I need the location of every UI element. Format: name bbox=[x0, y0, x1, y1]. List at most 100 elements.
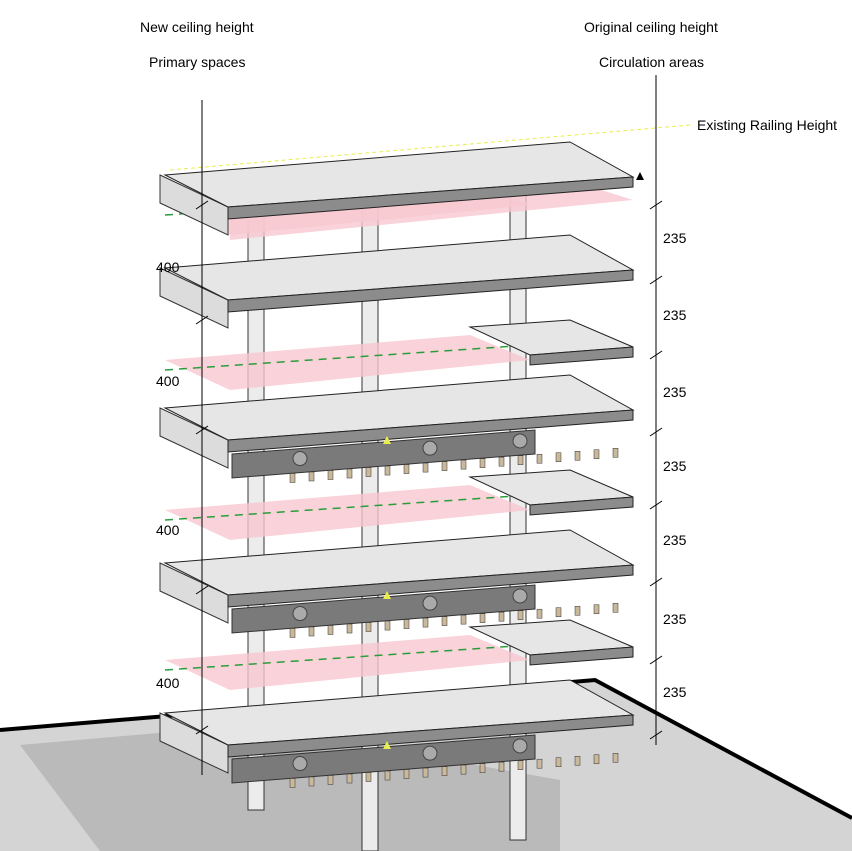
service-pipe bbox=[422, 595, 438, 611]
floor-joist bbox=[612, 448, 619, 458]
railing-height-label: Existing Railing Height bbox=[697, 117, 838, 133]
floor-joist bbox=[574, 755, 581, 766]
floor-joist bbox=[498, 611, 505, 622]
arrow-icon bbox=[383, 591, 391, 599]
arrow-icon bbox=[383, 436, 391, 444]
floor-joist bbox=[308, 471, 315, 482]
floor-joist bbox=[460, 459, 467, 470]
service-void bbox=[231, 429, 536, 479]
service-pipe bbox=[512, 433, 528, 449]
floor-joist bbox=[460, 614, 467, 625]
slab-edge bbox=[227, 714, 634, 758]
floor-joist bbox=[536, 608, 543, 619]
primary-spaces-label: Primary spaces bbox=[149, 54, 246, 70]
circulation-slab-edge bbox=[529, 346, 634, 366]
floor-joist bbox=[593, 754, 600, 765]
right-dimension: 235 bbox=[663, 684, 687, 700]
floor-joist bbox=[422, 462, 429, 473]
floor-joist bbox=[289, 778, 296, 788]
floor-joist bbox=[460, 764, 467, 775]
floor-joist bbox=[517, 455, 524, 465]
left-dimension: 400 bbox=[156, 259, 180, 275]
left-dimension: 400 bbox=[156, 675, 180, 691]
right-dimension: 235 bbox=[663, 532, 687, 548]
original-ceiling-label: Original ceiling height bbox=[584, 19, 718, 35]
floor-joist bbox=[327, 625, 334, 635]
floor-joist bbox=[365, 622, 372, 632]
floor-joist bbox=[289, 628, 296, 638]
railing-height-line bbox=[169, 124, 691, 171]
floor-joist bbox=[422, 617, 429, 628]
new-ceiling-plane bbox=[165, 485, 530, 540]
service-pipe bbox=[512, 738, 528, 754]
slab-side bbox=[159, 267, 229, 329]
floor-joist bbox=[327, 775, 334, 785]
floor-joist bbox=[403, 769, 410, 779]
circulation-slab-edge bbox=[529, 496, 634, 516]
right-dimension: 235 bbox=[663, 230, 687, 246]
floor-joist bbox=[346, 623, 353, 634]
floor-joist bbox=[346, 773, 353, 784]
service-pipe bbox=[292, 606, 308, 622]
floor-joist bbox=[536, 758, 543, 769]
left-dimension: 400 bbox=[156, 522, 180, 538]
left-dimension: 400 bbox=[156, 373, 180, 389]
floor-joist bbox=[327, 470, 334, 480]
floor-joist bbox=[365, 467, 372, 477]
service-void bbox=[231, 584, 536, 634]
floor-joist bbox=[479, 458, 486, 468]
floor-joist bbox=[403, 619, 410, 629]
service-pipe bbox=[292, 756, 308, 772]
floor-joist bbox=[365, 772, 372, 782]
level-arrow-icon bbox=[636, 172, 644, 180]
floor-joist bbox=[441, 616, 448, 626]
circulation-slab-edge bbox=[529, 646, 634, 666]
right-dimension: 235 bbox=[663, 611, 687, 627]
new-ceiling-plane bbox=[165, 635, 530, 690]
floor-joist bbox=[479, 763, 486, 773]
right-dimension: 235 bbox=[663, 384, 687, 400]
ceiling-height-line bbox=[164, 644, 531, 671]
floor-joist bbox=[346, 468, 353, 479]
floor-joist bbox=[308, 776, 315, 787]
floor-joist bbox=[536, 453, 543, 464]
floor-joist bbox=[384, 465, 391, 476]
floor-joist bbox=[384, 620, 391, 631]
floor-joist bbox=[612, 753, 619, 763]
floor-joist bbox=[308, 626, 315, 637]
slab-side bbox=[159, 712, 229, 774]
floor-joist bbox=[441, 766, 448, 776]
floor-joist bbox=[555, 452, 562, 462]
slab-edge bbox=[227, 269, 634, 313]
slab-edge bbox=[227, 564, 634, 608]
floor-joist bbox=[403, 464, 410, 474]
arrow-icon bbox=[383, 741, 391, 749]
new-ceiling-label: New ceiling height bbox=[140, 19, 254, 35]
floor-joist bbox=[574, 450, 581, 461]
circulation-areas-label: Circulation areas bbox=[599, 54, 705, 70]
right-dimension: 235 bbox=[663, 458, 687, 474]
slab-edge bbox=[227, 176, 634, 220]
new-ceiling-plane bbox=[165, 335, 530, 390]
floor-joist bbox=[498, 761, 505, 772]
right-dimension: 235 bbox=[663, 307, 687, 323]
ceiling-height-line bbox=[164, 344, 531, 371]
floor-joist bbox=[593, 604, 600, 615]
slab-side bbox=[159, 562, 229, 624]
slab-side bbox=[159, 407, 229, 469]
service-pipe bbox=[422, 745, 438, 761]
floor-joist bbox=[441, 461, 448, 471]
floor-joist bbox=[574, 605, 581, 616]
floor-joist bbox=[517, 610, 524, 620]
service-pipe bbox=[512, 588, 528, 604]
floor-joist bbox=[612, 603, 619, 613]
floor-joist bbox=[498, 456, 505, 467]
floor-joist bbox=[289, 473, 296, 483]
slab-edge bbox=[227, 409, 634, 453]
slab-side bbox=[159, 174, 229, 236]
service-pipe bbox=[422, 440, 438, 456]
service-void bbox=[231, 734, 536, 784]
floor-joist bbox=[593, 449, 600, 460]
service-pipe bbox=[292, 451, 308, 467]
